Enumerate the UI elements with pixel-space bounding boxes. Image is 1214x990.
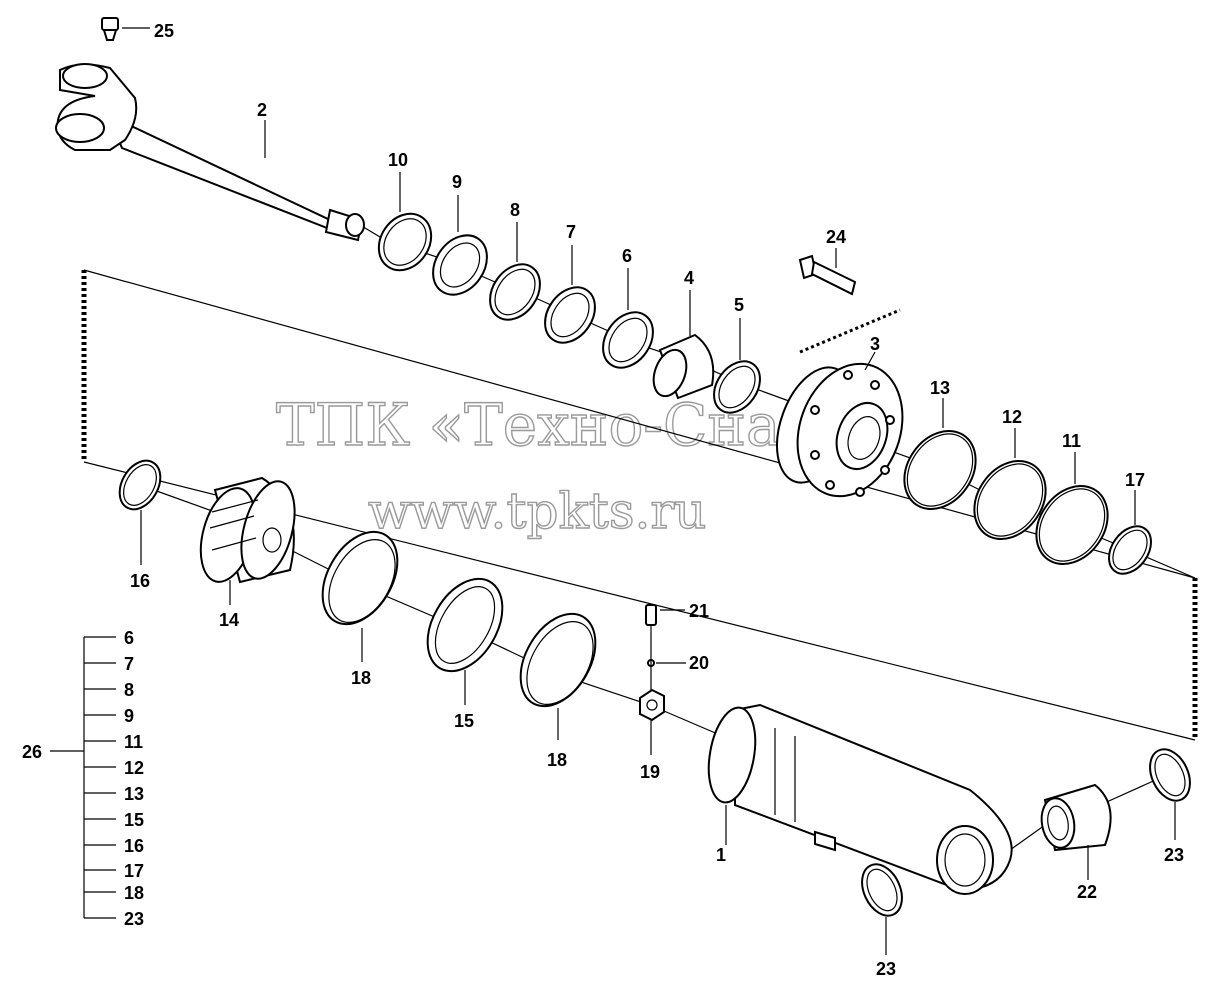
callout-23-upper: 23 [1164, 845, 1184, 865]
callout-12: 12 [1002, 407, 1022, 427]
callout-23-lower: 23 [876, 959, 896, 979]
callout-3: 3 [870, 334, 880, 354]
part-23-ring-lower: 23 [861, 863, 903, 979]
watermark-url: www.tpkts.ru [368, 482, 707, 540]
part-14-piston: 14 [199, 476, 296, 630]
callout-4: 4 [684, 268, 694, 288]
part-18-guide-ring-2: 18 [519, 612, 597, 770]
callout-19: 19 [640, 762, 660, 782]
part-9-seal: 9 [432, 172, 488, 296]
part-24-bolt: 24 [798, 227, 857, 296]
kit-item-label: 18 [124, 883, 144, 903]
part-23-ring-upper: 23 [1149, 748, 1191, 865]
callout-14: 14 [219, 610, 239, 630]
callout-6: 6 [622, 246, 632, 266]
watermark: ТПК «Техно-Снаб» www.tpkts.ru [275, 390, 851, 540]
kit-item-label: 23 [124, 909, 144, 929]
callout-5: 5 [734, 295, 744, 315]
callout-9: 9 [452, 172, 462, 192]
kit-item-label: 12 [124, 758, 144, 778]
callout-25: 25 [154, 21, 174, 41]
callout-22: 22 [1077, 882, 1097, 902]
callout-7: 7 [566, 222, 576, 242]
callout-20: 20 [689, 653, 709, 673]
part-16-ring: 16 [118, 459, 162, 591]
axis-lines [139, 224, 1196, 876]
watermark-company: ТПК «Техно-Снаб» [276, 391, 851, 459]
callout-8: 8 [510, 200, 520, 220]
part-18-guide-ring-1: 18 [321, 530, 399, 688]
callout-24: 24 [826, 227, 846, 247]
kit-item-label: 16 [124, 836, 144, 856]
callout-11: 11 [1062, 431, 1081, 451]
part-19-nut: 19 [639, 688, 665, 782]
part-2-piston-rod: 2 [55, 63, 365, 242]
callout-1: 1 [716, 845, 726, 865]
callout-17: 17 [1125, 470, 1145, 490]
kit-item-label: 8 [124, 680, 134, 700]
kit-item-label: 7 [124, 654, 134, 674]
part-21-set-screw: 21 [645, 601, 709, 626]
part-20-ball: 20 [647, 625, 709, 690]
part-5-ring: 5 [713, 295, 761, 414]
callout-10: 10 [388, 150, 408, 170]
part-15-piston-seal: 15 [426, 577, 504, 731]
part-8-ring: 8 [489, 200, 541, 321]
callout-13: 13 [930, 378, 950, 398]
part-4-bushing: 4 [652, 268, 715, 400]
kit-item-label: 17 [124, 861, 144, 881]
part-3-cylinder-head: 3 [776, 334, 904, 498]
callout-15: 15 [454, 711, 474, 731]
callout-18-second: 18 [547, 750, 567, 770]
part-6-wiper: 6 [602, 246, 654, 369]
part-22-bushing: 22 [1040, 783, 1112, 902]
callout-2: 2 [257, 100, 267, 120]
part-11-ring: 11 [1035, 431, 1109, 565]
part-10-ring: 10 [377, 150, 433, 272]
part-13-ring: 13 [903, 378, 977, 510]
part-25-grease-fitting: 25 [101, 17, 174, 41]
part-7-seal: 7 [544, 222, 596, 344]
part-17-ring: 17 [1108, 470, 1152, 575]
kit-item-label: 9 [124, 706, 134, 726]
kit-item-label: 6 [124, 628, 134, 648]
part-1-cylinder-barrel: 1 [707, 703, 1013, 895]
callout-16: 16 [130, 571, 150, 591]
callout-21: 21 [689, 601, 709, 621]
callout-18-first: 18 [351, 668, 371, 688]
kit-item-label: 13 [124, 784, 144, 804]
kit-item-label: 15 [124, 810, 144, 830]
part-12-ring: 12 [973, 407, 1047, 540]
kit-item-label: 11 [124, 732, 143, 752]
kit-label: 26 [22, 742, 42, 762]
